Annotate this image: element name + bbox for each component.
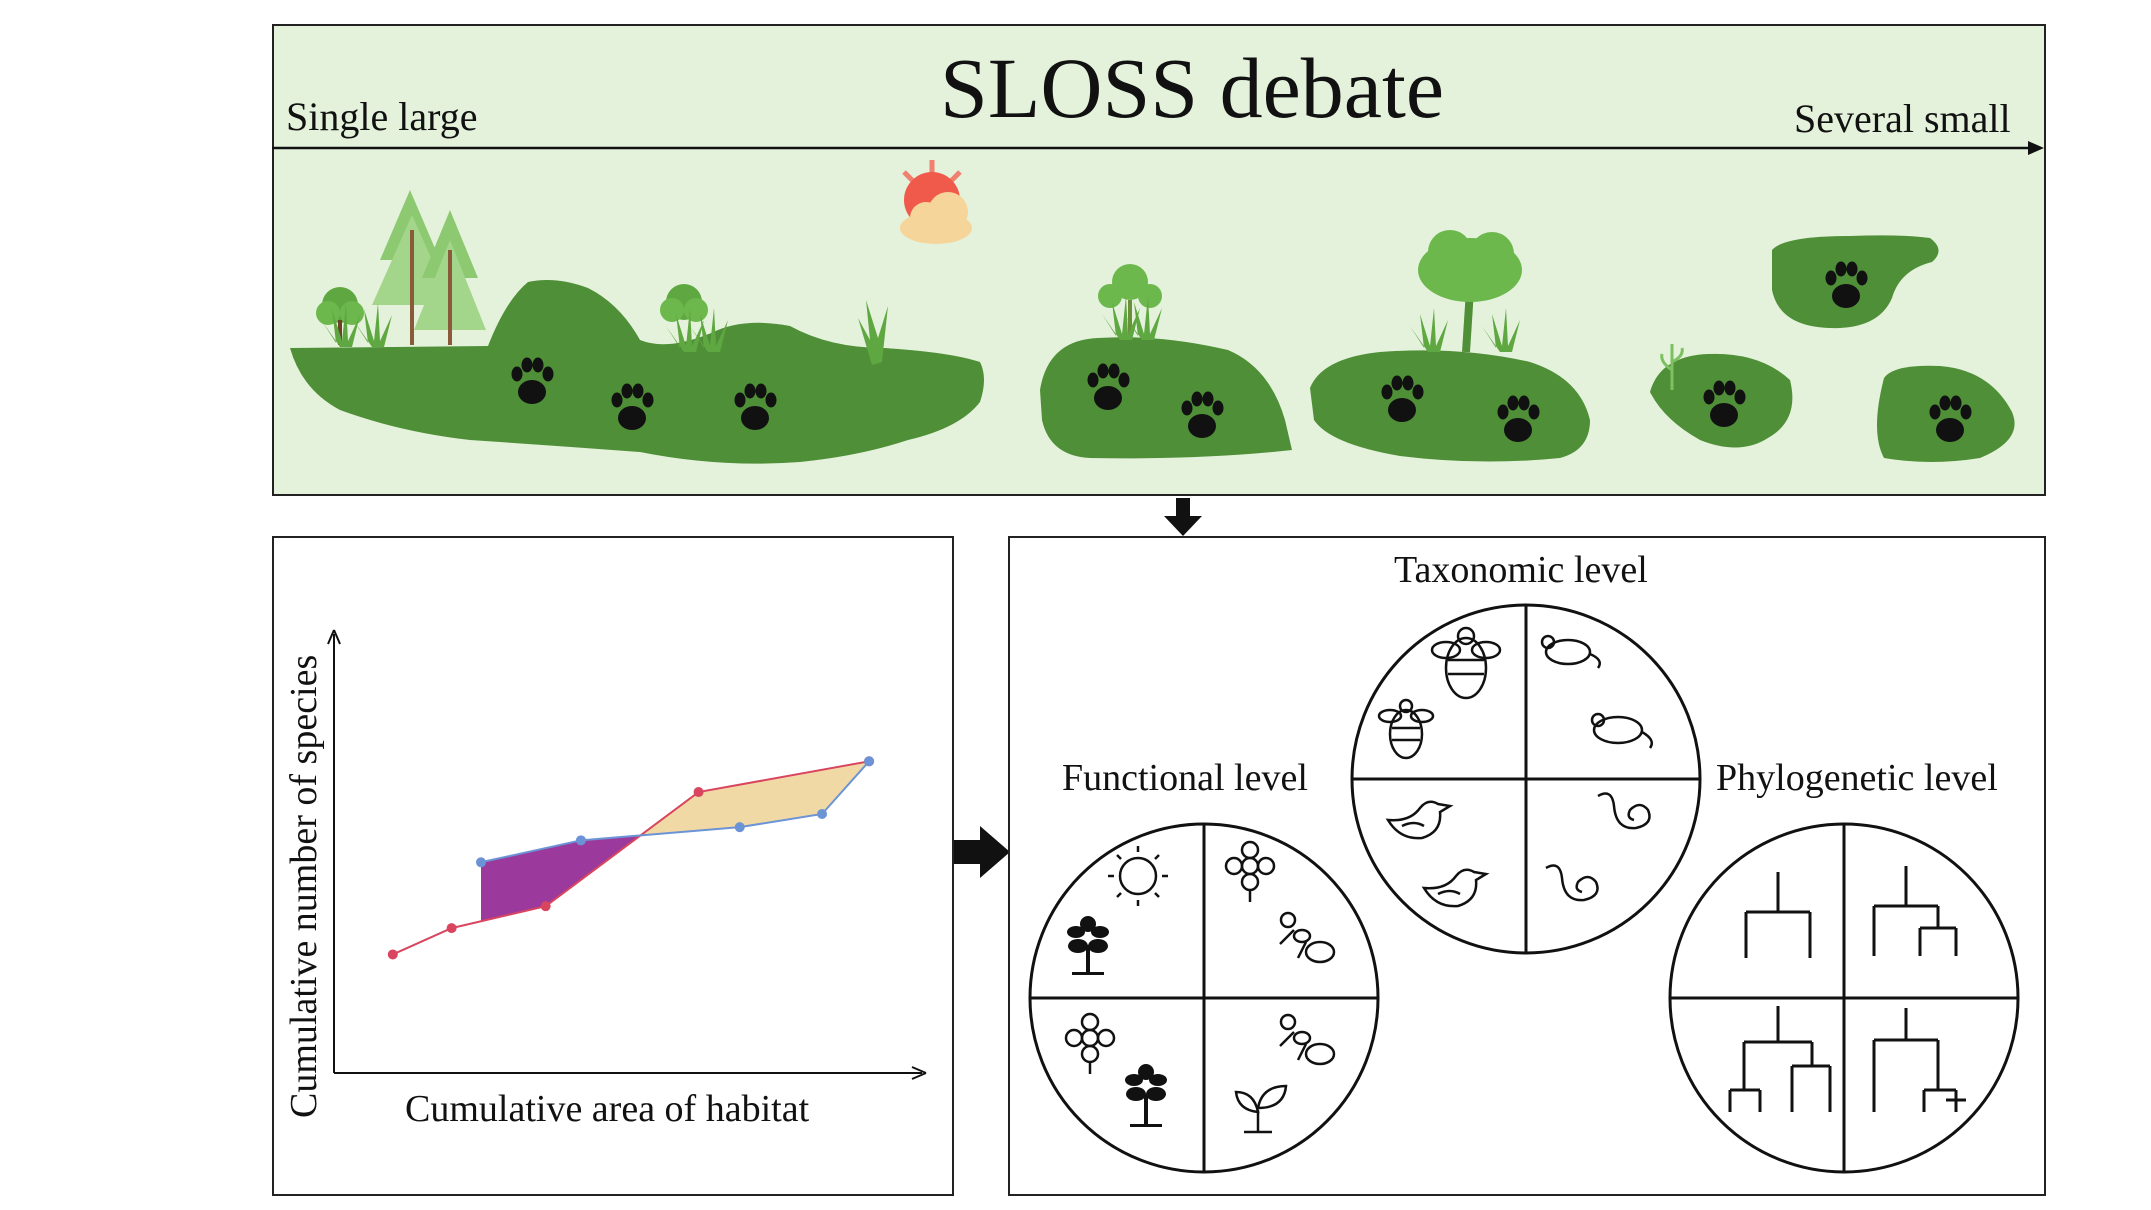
species-area-panel (272, 536, 954, 1196)
arrow-right-icon (954, 826, 1010, 878)
several-small-label: Several small (1794, 96, 2011, 141)
series-1-point-1 (387, 949, 398, 960)
area-between-series-1 (481, 835, 641, 922)
phylogenetic-level-label: Phylogenetic level (1716, 757, 1998, 799)
species-area-chart (327, 629, 927, 1080)
diversity-levels-panel (1008, 536, 2046, 1196)
series-1-point-3 (540, 901, 551, 912)
small-habitat-patch-3 (1877, 365, 2015, 462)
medium-habitat-patch-2 (1310, 350, 1590, 462)
area-between-series-2 (640, 761, 870, 836)
sprout-icon (1660, 344, 1684, 390)
taxonomic-level-label: Taxonomic level (1394, 549, 1648, 591)
tree-icon (1098, 264, 1162, 340)
tree-icon (1410, 230, 1522, 353)
small-habitat-patch-1 (1650, 353, 1793, 448)
chart-x-axis-label: Cumulative area of habitat (405, 1088, 810, 1130)
series-2-point-4 (817, 808, 828, 819)
single-large-label: Single large (286, 94, 478, 139)
chart-y-axis-arrowhead (327, 629, 341, 645)
small-habitat-patch-2 (1772, 235, 1939, 329)
sun-cloud-icon (900, 160, 972, 244)
series-1-point-4 (693, 787, 704, 798)
series-2-point-1 (476, 857, 486, 868)
large-habitat-trees (316, 190, 888, 365)
chart-x-axis-arrowhead (911, 1066, 927, 1080)
series-2-point-5 (864, 756, 875, 767)
figure-title: SLOSS debate (940, 40, 1445, 136)
functional-level-label: Functional level (1062, 757, 1308, 799)
sloss-axis-arrowhead (2028, 141, 2044, 155)
series-2-point-3 (734, 822, 745, 833)
series-2-point-2 (575, 835, 586, 846)
large-habitat-patch (290, 280, 984, 464)
series-1-point-2 (446, 923, 457, 934)
chart-y-axis-label: Cumulative number of species (283, 654, 325, 1118)
arrow-down-icon (1164, 498, 1202, 536)
medium-habitat-patch-1 (1040, 337, 1292, 459)
